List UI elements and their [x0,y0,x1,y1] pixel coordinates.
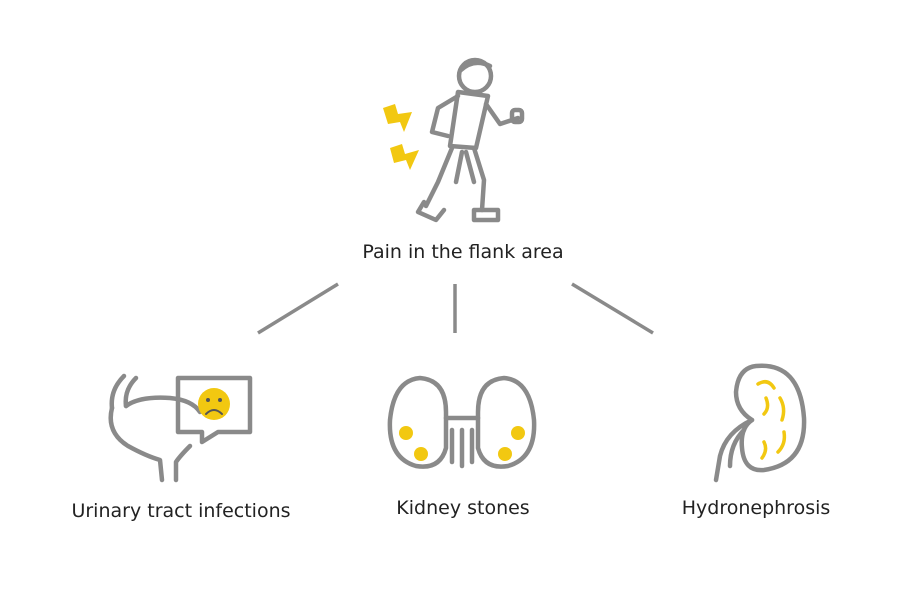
branch-label-hydronephrosis: Hydronephrosis [681,497,831,519]
kidneys-with-stones-icon [387,375,537,469]
branch-label-kidney-stones: Kidney stones [396,497,530,519]
root-label: Pain in the flank area [362,241,564,263]
branch-label-urinary-tract-infections: Urinary tract infections [71,500,291,522]
person-with-flank-pain-icon [383,57,525,223]
swollen-kidney-icon [713,363,807,483]
lightning-bolt-icon [383,104,419,170]
kidney-stone-marks [399,426,525,461]
sad-face-icon [198,388,230,420]
connector-line-right [571,282,654,335]
bladder-with-sad-face-icon [108,373,253,483]
connector-line-left [257,282,339,335]
